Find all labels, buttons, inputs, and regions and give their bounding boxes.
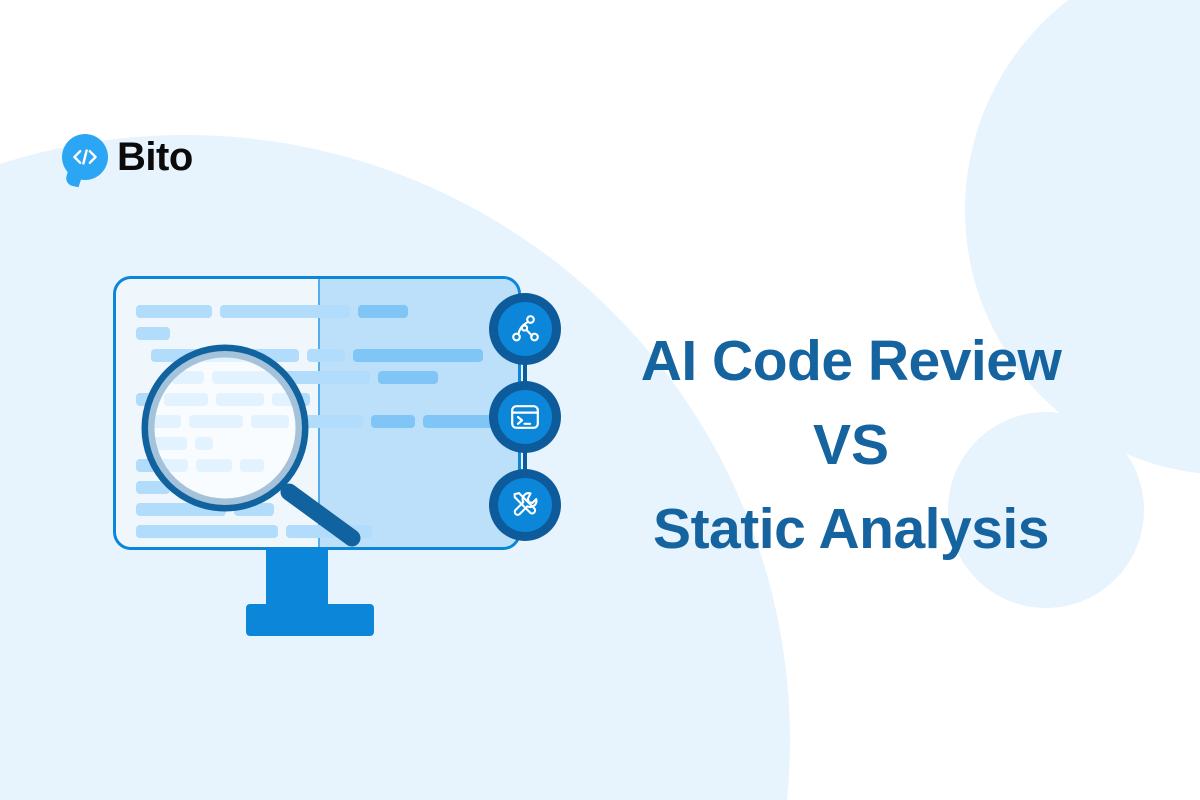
code-line-bar [297, 415, 363, 428]
code-line-bar [220, 305, 350, 318]
code-line-bar [212, 371, 370, 384]
bito-logo[interactable]: Bito [62, 134, 193, 180]
code-line-bar [136, 481, 170, 494]
code-line-bar [272, 393, 310, 406]
code-line-bar [286, 525, 372, 538]
badge-tools[interactable] [489, 469, 561, 541]
code-line-bar [240, 459, 264, 472]
code-line-bar [151, 437, 187, 450]
terminal-window-icon [498, 390, 552, 444]
code-line-bar [358, 305, 408, 318]
code-line-bar [164, 393, 208, 406]
badge-network-graph[interactable] [489, 293, 561, 365]
screen-right-panel [317, 279, 518, 547]
code-line-bar [307, 349, 345, 362]
badge-connector-1 [523, 359, 527, 385]
wrench-screwdriver-icon [498, 478, 552, 532]
code-line-bar [136, 503, 226, 516]
headline: AI Code Review VS Static Analysis [596, 329, 1106, 562]
code-line-bar [378, 371, 438, 384]
background-circle-mid-right [948, 412, 1144, 608]
code-line-bar [136, 525, 278, 538]
code-line-bar [172, 371, 204, 384]
headline-line-3: Static Analysis [653, 497, 1049, 562]
code-line-bar [234, 503, 274, 516]
code-line-bar [195, 437, 213, 450]
code-line-bar [136, 459, 188, 472]
feature-badge-group [489, 293, 561, 543]
network-graph-icon [498, 302, 552, 356]
badge-connector-2 [523, 447, 527, 473]
code-line-bar [196, 459, 232, 472]
code-review-monitor-illustration [113, 276, 521, 550]
code-line-bar [136, 327, 170, 340]
monitor-screen [113, 276, 521, 550]
code-line-bar [216, 393, 264, 406]
code-line-bar [151, 349, 299, 362]
code-line-bar [353, 349, 483, 362]
code-line-bar [371, 415, 415, 428]
code-line-bar [136, 305, 212, 318]
code-chat-bubble-icon [62, 134, 108, 180]
code-line-bar [136, 393, 156, 406]
code-line-bar [151, 415, 181, 428]
bito-wordmark: Bito [117, 135, 193, 179]
code-line-bar [251, 415, 289, 428]
monitor-stand-base [246, 604, 374, 636]
headline-line-2: VS [812, 413, 890, 478]
screen-split-divider [317, 279, 320, 547]
code-line-bar [189, 415, 243, 428]
badge-terminal[interactable] [489, 381, 561, 453]
headline-line-1: AI Code Review [640, 329, 1062, 393]
monitor-stand-neck [266, 550, 328, 612]
